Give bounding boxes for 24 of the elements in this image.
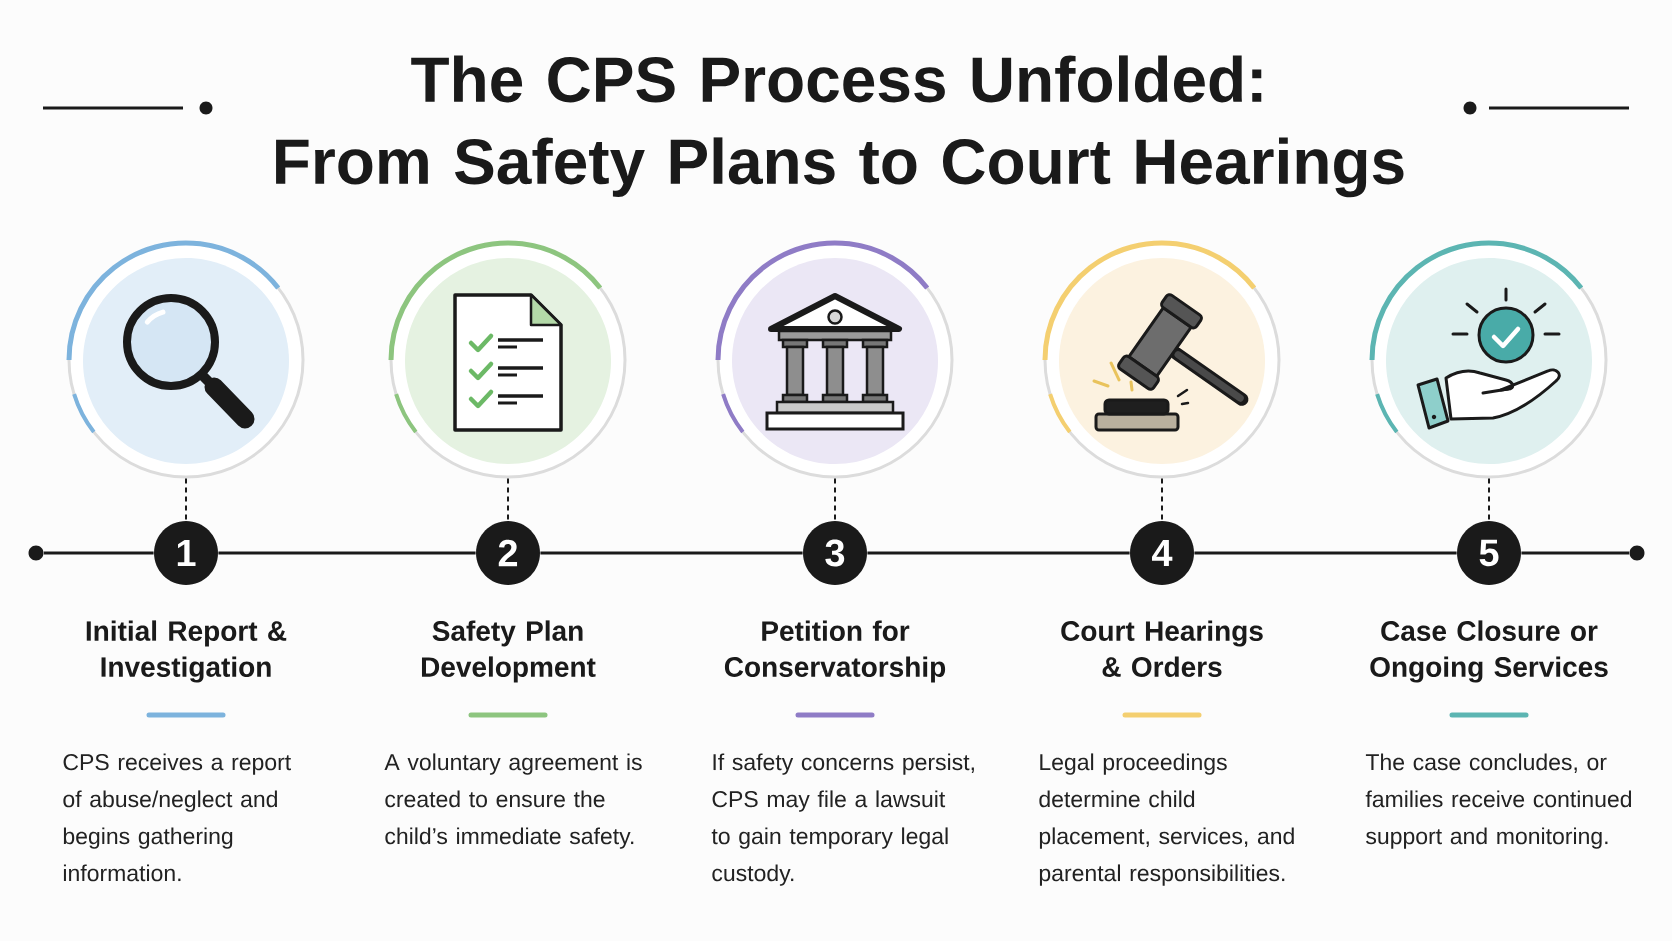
step-description: CPS receives a report of abuse/neglect and begins gathering information. xyxy=(63,753,291,882)
dashed-line xyxy=(1161,477,1163,522)
step-description: If safety concerns persist, CPS may file a lawsuit to gain temporary legal custody. xyxy=(711,753,974,886)
end-dot xyxy=(28,545,44,561)
timeline-line xyxy=(218,551,476,555)
timeline-line xyxy=(43,551,154,555)
step-heading: Safety Plan Development xyxy=(422,620,596,683)
dashed-line xyxy=(185,477,187,522)
timeline-line xyxy=(1521,551,1630,555)
step-heading: Petition for Conservatorship xyxy=(724,620,946,683)
step-heading: Initial Report & Investigation xyxy=(86,620,287,683)
step-description: The case concludes, or families receive continued support and monitoring. xyxy=(1365,753,1632,849)
end-dot xyxy=(1629,545,1645,561)
dashed-line xyxy=(834,477,836,522)
timeline-line xyxy=(867,551,1130,555)
title: The CPS Process Unfolded: From Safety Plans to Court Hearings xyxy=(276,55,1404,198)
step-heading: Case Closure or Ongoing Services xyxy=(1370,620,1608,683)
step-heading: Court Hearings & Orders xyxy=(1061,620,1263,677)
step-description: A voluntary agreement is created to ensure the child’s immediate safety. xyxy=(384,753,642,849)
dashed-line xyxy=(507,477,509,522)
timeline-line xyxy=(540,551,803,555)
timeline-line xyxy=(1194,551,1457,555)
step-description: Legal proceedings determine child placement, services, and parental responsibilities. xyxy=(1039,753,1294,886)
dashed-line xyxy=(1488,477,1490,522)
